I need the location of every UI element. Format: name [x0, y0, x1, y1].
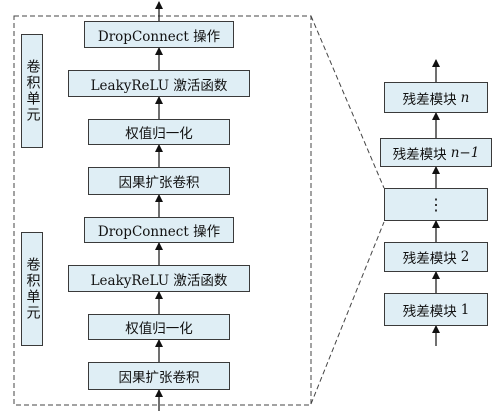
residual-block-n-index: n: [460, 89, 470, 106]
dropconnect-block-top: DropConnect 操作: [84, 21, 234, 48]
residual-block-1-index: 1: [460, 301, 470, 318]
residual-block-ellipsis: ⋮: [384, 188, 488, 221]
dropconnect-block-bottom: DropConnect 操作: [84, 217, 234, 243]
leakyrelu-block-top: LeakyReLU 激活函数: [68, 70, 250, 97]
weight-norm-block-bottom: 权值归一化: [88, 314, 230, 340]
residual-block-outline: [13, 15, 312, 406]
causal-dilated-conv-block-top: 因果扩张卷积: [88, 167, 230, 195]
weight-norm-block-top: 权值归一化: [88, 119, 230, 145]
residual-block-n-minus-1-prefix: 残差模块: [392, 146, 447, 163]
residual-block-n-minus-1-index: n−1: [450, 144, 480, 161]
zoom-line-top: [310, 15, 385, 189]
leakyrelu-block-bottom: LeakyReLU 激活函数: [68, 265, 250, 292]
causal-dilated-conv-block-bottom: 因果扩张卷积: [88, 362, 230, 390]
residual-block-1-prefix: 残差模块: [402, 303, 457, 320]
conv-unit-label-top: 卷积单元: [21, 34, 43, 148]
residual-block-n-prefix: 残差模块: [402, 91, 457, 108]
residual-block-2-prefix: 残差模块: [402, 251, 457, 267]
residual-block-2-index: 2: [460, 249, 470, 265]
zoom-line-bottom: [310, 221, 385, 405]
conv-unit-label-bottom: 卷积单元: [21, 232, 43, 346]
